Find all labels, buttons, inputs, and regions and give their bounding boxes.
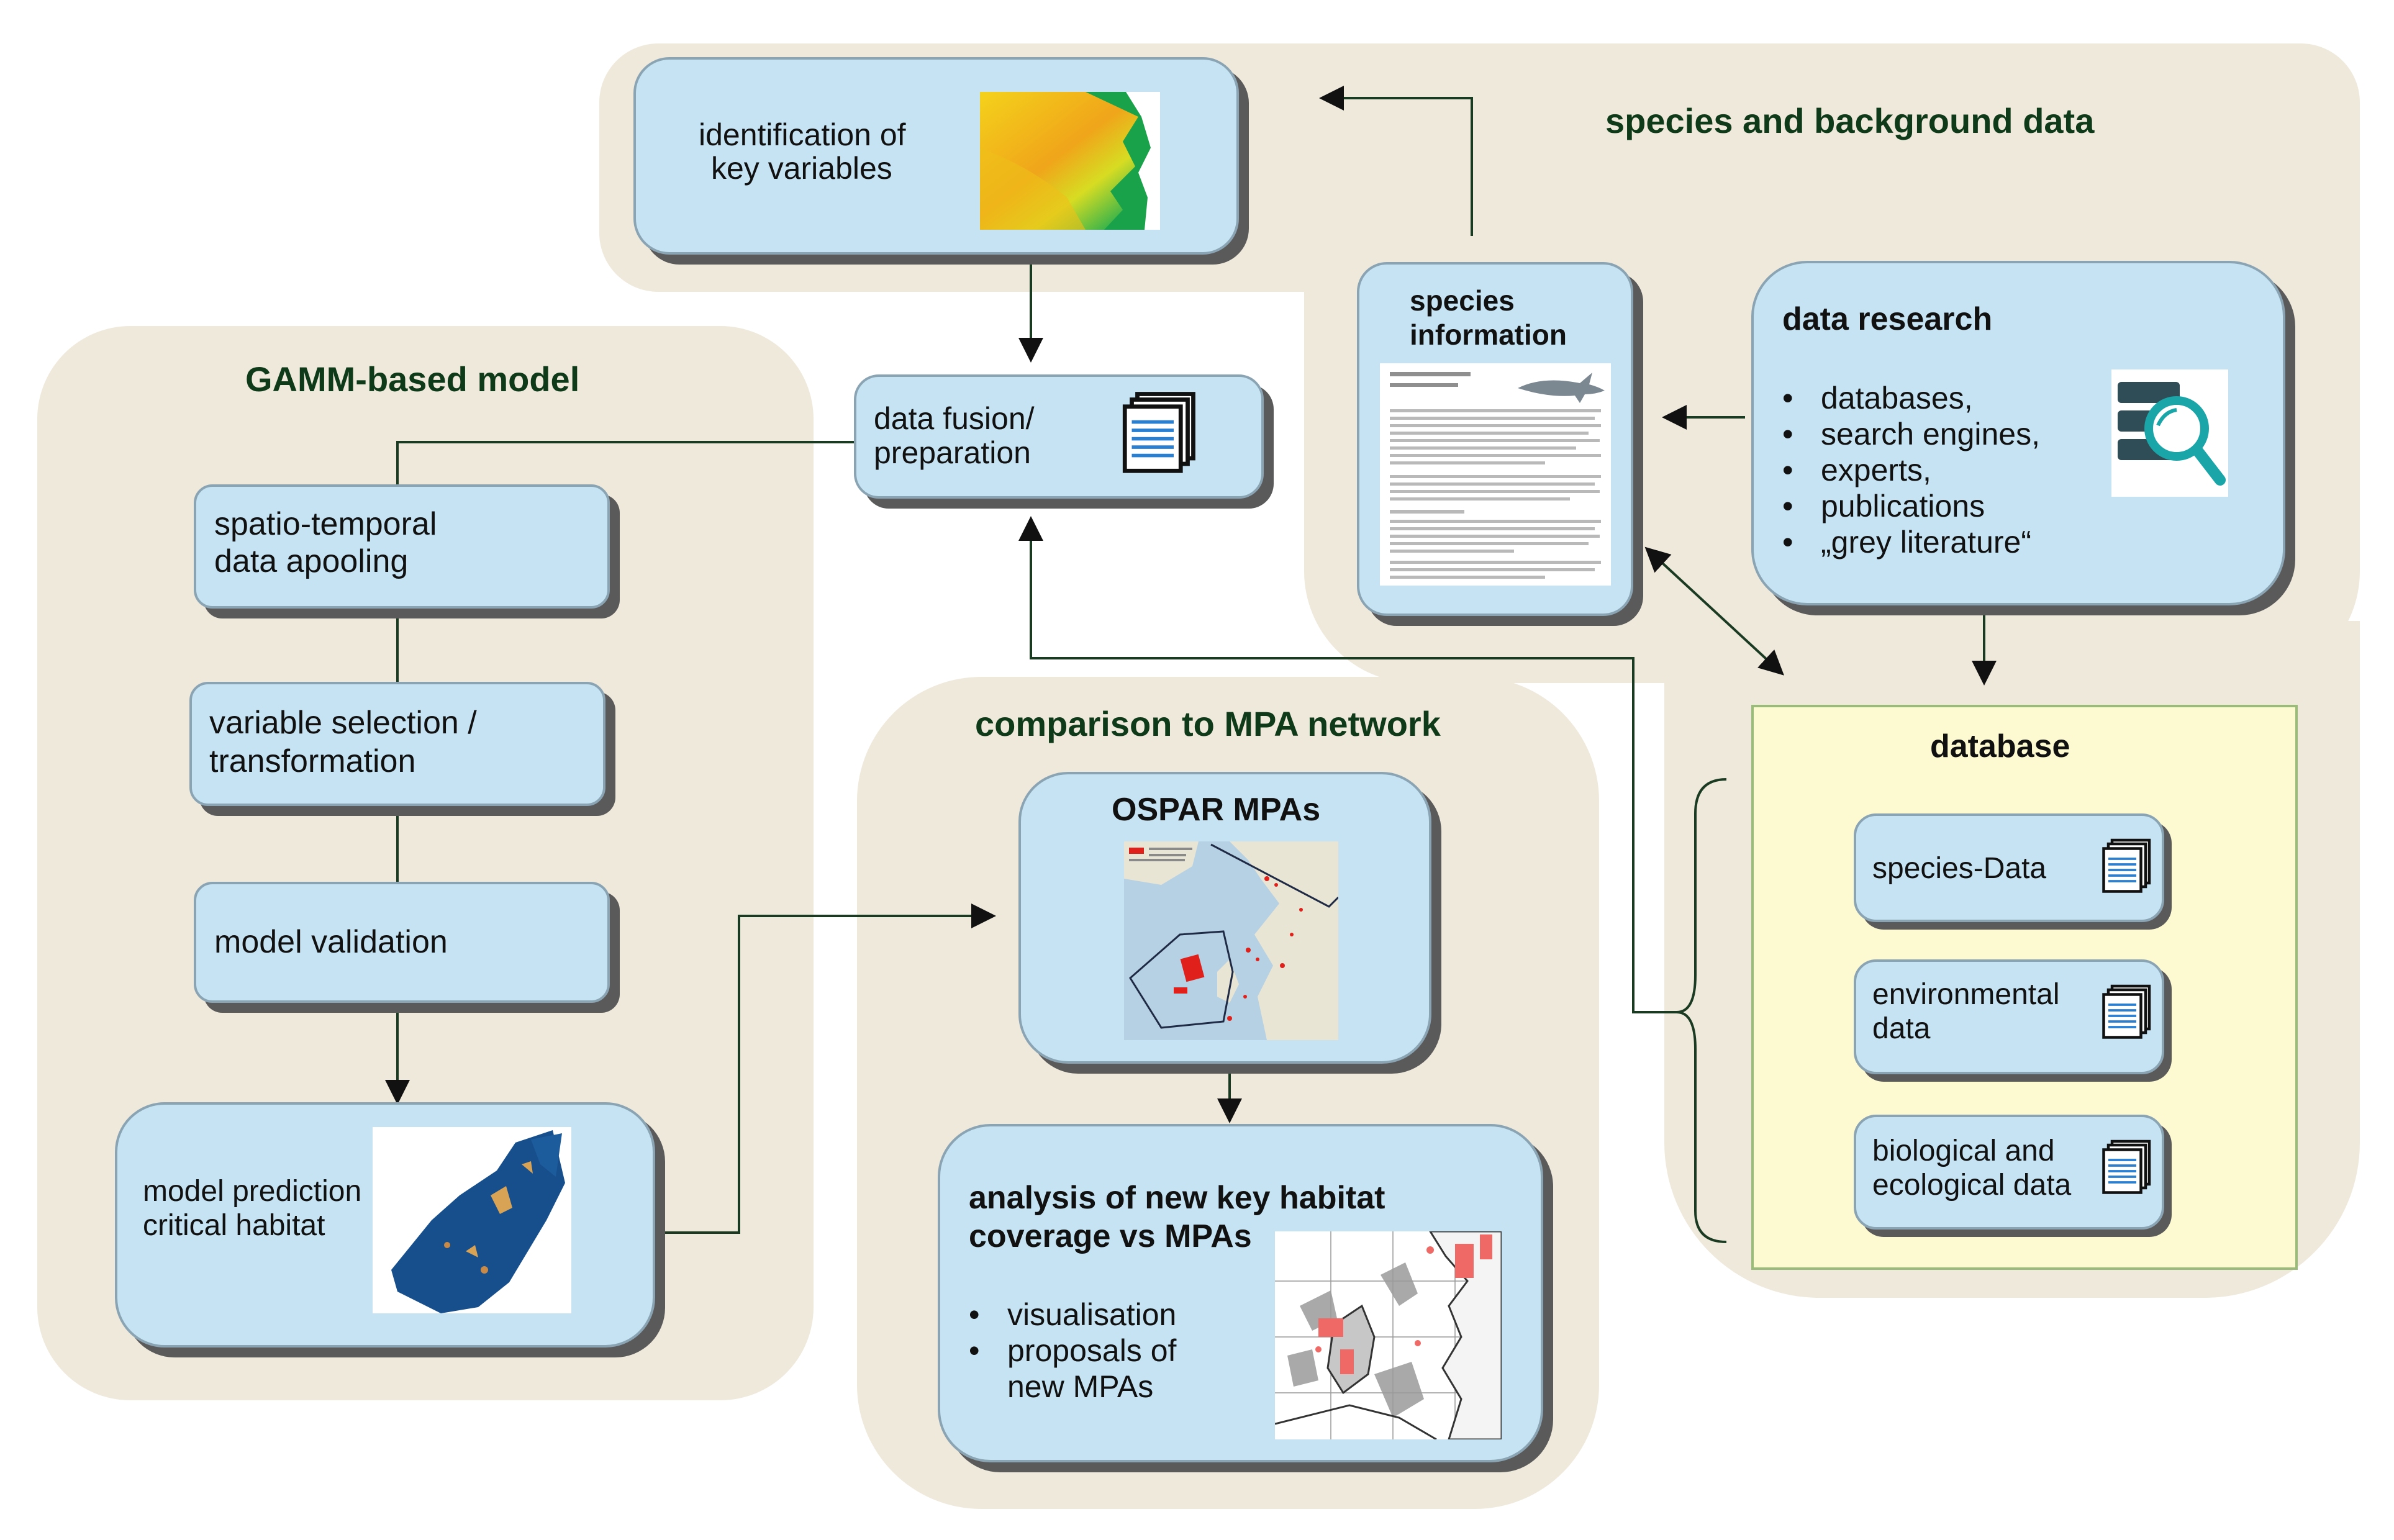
species-background-title: species and background data: [1605, 101, 2095, 140]
ospar-mpas-title: OSPAR MPAs: [1112, 792, 1321, 828]
document-stack-icon: [2102, 1139, 2151, 1194]
data-fusion-box: [854, 374, 1264, 499]
gamm-model-title: GAMM-based model: [245, 360, 580, 399]
document-stack-icon: [1122, 392, 1195, 473]
analysis-item: new MPAs: [1007, 1369, 1154, 1404]
habitat-prediction-map-image: [373, 1127, 571, 1313]
database-item-label: ecological data: [1872, 1169, 2072, 1202]
data-research-item: experts,: [1782, 452, 2040, 488]
key-variables-label-1: identification of: [699, 117, 906, 152]
analysis-title-1: analysis of new key habitat: [969, 1180, 1385, 1216]
data-fusion-label-1: data fusion/: [874, 401, 1035, 436]
database-brace: [1676, 778, 1727, 1243]
data-research-list: databases, search engines, experts, publ…: [1782, 380, 2040, 560]
data-research-item: „grey literature“: [1782, 524, 2040, 560]
arrow-prediction-to-ospar: [658, 904, 996, 1234]
arrow-database-to-fusion: [1018, 516, 1677, 1013]
species-info-label-1: species: [1410, 284, 1515, 317]
database-search-icon: [2111, 369, 2228, 497]
model-validation-box: [194, 882, 610, 1003]
analysis-list: visualisation proposals of new MPAs: [969, 1297, 1176, 1405]
variable-selection-label-1: variable selection /: [209, 705, 477, 741]
data-research-item: search engines,: [1782, 416, 2040, 452]
data-research-item: publications: [1782, 488, 2040, 524]
mpa-coverage-map-image: [1275, 1231, 1502, 1439]
variable-selection-box: [189, 682, 605, 806]
species-info-label-2: information: [1410, 319, 1567, 351]
shark-icon: [1518, 373, 1605, 403]
analysis-item: proposals of: [969, 1333, 1176, 1369]
database-item-label: data: [1872, 1012, 1931, 1045]
variable-selection-label-2: transformation: [209, 743, 416, 779]
data-research-item: databases,: [1782, 380, 2040, 416]
arrow-species-to-key-variables: [1319, 86, 1473, 236]
spatio-temporal-box: [194, 484, 610, 609]
model-prediction-label-1: model prediction: [143, 1175, 362, 1208]
key-variables-label-2: key variables: [711, 151, 892, 186]
spatio-temporal-label-1: spatio-temporal: [214, 506, 437, 542]
analysis-item: visualisation: [969, 1297, 1176, 1333]
model-prediction-label-2: critical habitat: [143, 1209, 325, 1242]
spatio-temporal-label-2: data apooling: [214, 543, 409, 579]
document-stack-icon: [2102, 984, 2151, 1039]
arrow-species-database: [1644, 546, 1784, 676]
mpa-comparison-title: comparison to MPA network: [975, 704, 1441, 743]
bathymetry-map-image: [980, 92, 1160, 230]
species-document-image: [1380, 363, 1611, 586]
database-item-label: species-Data: [1872, 852, 2047, 885]
database-item-biological: [1854, 1115, 2164, 1230]
document-stack-icon: [2102, 838, 2151, 893]
ospar-mpa-map-image: [1124, 841, 1338, 1040]
data-fusion-label-2: preparation: [874, 435, 1031, 470]
data-research-title: data research: [1782, 301, 1993, 337]
database-item-label: biological and: [1872, 1135, 2055, 1167]
database-item-label: environmental: [1872, 978, 2060, 1011]
line-fusion-to-gamm: [396, 441, 854, 487]
model-validation-label: model validation: [214, 924, 448, 960]
database-title: database: [1930, 728, 2070, 764]
analysis-title-2: coverage vs MPAs: [969, 1218, 1252, 1254]
